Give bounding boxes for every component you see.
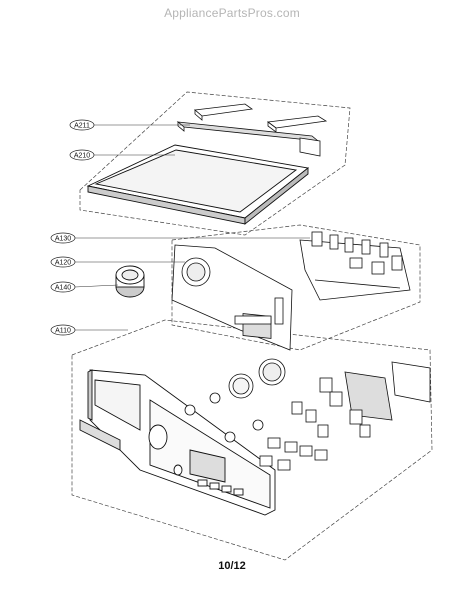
- svg-text:A110: A110: [55, 328, 71, 335]
- top-cover-group-outline: [79, 91, 351, 236]
- svg-text:A211: A211: [74, 123, 90, 130]
- panel-group-outline: [71, 319, 433, 561]
- callout-leaders: [74, 124, 310, 331]
- svg-text:A130: A130: [55, 236, 71, 243]
- callout-a120: A120: [50, 256, 76, 268]
- svg-text:A120: A120: [55, 260, 71, 267]
- group-outlines: [71, 91, 433, 561]
- callout-a211: A211: [69, 119, 95, 131]
- svg-text:A140: A140: [55, 285, 71, 292]
- trim-strips-part: [176, 103, 328, 157]
- callout-a130: A130: [50, 232, 76, 244]
- svg-text:A210: A210: [74, 153, 90, 160]
- control-group-outline: [171, 224, 421, 351]
- control-frame-part: [171, 244, 293, 351]
- callout-a210: A210: [69, 149, 95, 161]
- control-pcb-part: [299, 231, 411, 301]
- callout-a110: A110: [50, 324, 76, 336]
- panel-small-parts: [184, 358, 431, 471]
- knob-part: [115, 265, 145, 298]
- glass-lid-part: [86, 144, 310, 225]
- callout-a140: A140: [50, 281, 76, 293]
- watermark: AppliancePartsPros.com: [164, 6, 300, 20]
- page-number: 10/12: [218, 560, 246, 572]
- control-panel-housing-part: [79, 369, 276, 516]
